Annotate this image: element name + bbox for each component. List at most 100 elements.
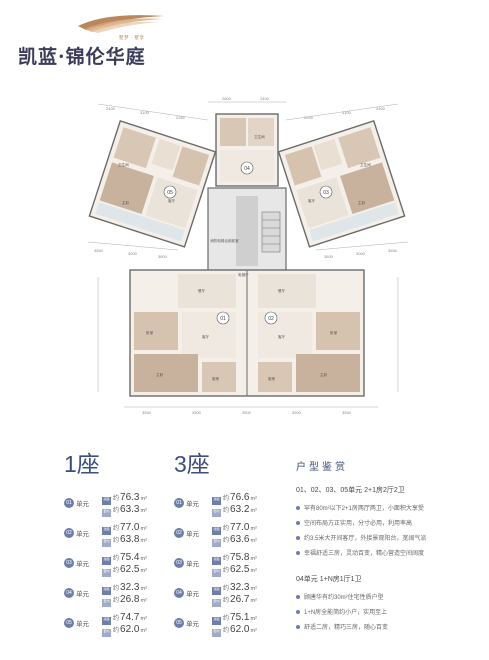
building-3-title: 3座: [174, 451, 210, 477]
room-label-core: 消防电梯合用前室: [210, 238, 239, 243]
unit-word: 单元: [186, 591, 199, 598]
gross-area-tag: 建面: [212, 616, 221, 625]
bullet-dot-icon: [296, 609, 300, 614]
room-label-kitchen-1: 厨房: [212, 376, 220, 381]
net-area-value: 63.6: [230, 533, 250, 545]
area-unit: m²: [250, 495, 257, 502]
gross-area-tag: 建面: [102, 526, 111, 535]
brand-tagline: 墅梦 · 墅享: [119, 35, 145, 40]
net-area-value: 26.7: [230, 593, 250, 605]
approx-label: 约: [113, 495, 120, 502]
gross-area-tag: 建面: [212, 586, 221, 595]
bullet-dot-icon: [296, 505, 300, 510]
unit-number-badge: 02: [174, 528, 184, 538]
area-unit: m²: [140, 555, 147, 562]
gross-area-value: 32.3: [230, 581, 250, 593]
feature-item: 舒适二房，精巧三房，随心百变: [296, 619, 486, 634]
bullet-dot-icon: [296, 594, 300, 599]
group-2-heading: 04单元 1+N房1厅1卫: [296, 576, 362, 583]
dim-bottom-1: 3500: [192, 410, 202, 415]
net-area-tag: 套内: [212, 568, 221, 577]
net-area-value: 63.8: [120, 533, 140, 545]
feature-item: 顾唐华有约30m²住宅性质户型: [296, 589, 486, 604]
net-area-tag: 套内: [102, 538, 111, 547]
gross-area-tag: 建面: [102, 616, 111, 625]
area-unit: m²: [140, 507, 147, 514]
area-unit: m²: [250, 627, 257, 634]
dim-mid-left-0: 3650: [94, 248, 104, 253]
brand-logo: 墅梦 · 墅享 凯蓝·锦伦华庭: [18, 8, 208, 72]
approx-label: 约: [223, 525, 230, 532]
unit-word: 单元: [186, 561, 199, 568]
room-label-bedroom-2: 卧室: [330, 330, 338, 335]
unit-number-badge: 05: [64, 618, 74, 628]
room-label-elevator: 电梯厅: [238, 272, 249, 277]
gross-area-tag: 建面: [102, 556, 111, 565]
approx-label: 约: [223, 597, 230, 604]
feature-text: 约3.5米大开间客厅，外接景观阳台，宽阔气派: [304, 536, 427, 542]
bullet-dot-icon: [296, 520, 300, 525]
feature-text: 顾唐华有约30m²住宅性质户型: [304, 595, 384, 601]
group-1-heading: 01、02、03、05单元 2+1房2厅2卫: [296, 487, 405, 494]
net-area-value: 63.3: [120, 503, 140, 515]
unit-marker-03: 03: [323, 190, 329, 196]
floor-plan-drawing: 2400 3100 2250 2800 2400 2250 3100 2400 …: [87, 96, 409, 415]
gross-area-value: 75.8: [230, 551, 250, 563]
dim-bottom-4: 3550: [342, 410, 352, 415]
area-unit: m²: [140, 567, 147, 574]
gross-area-tag: 建面: [212, 526, 221, 535]
gross-area-value: 75.4: [120, 551, 140, 563]
approx-label: 约: [223, 615, 230, 622]
dim-top-right-0: 2250: [304, 115, 314, 120]
gross-area-tag: 建面: [212, 496, 221, 505]
unit-word: 单元: [186, 531, 199, 538]
approx-label: 约: [223, 555, 230, 562]
gross-area-value: 75.1: [230, 611, 250, 623]
gross-area-tag: 建面: [102, 586, 111, 595]
net-area-tag: 套内: [212, 508, 221, 517]
approx-label: 约: [113, 555, 120, 562]
dim-bottom-2: 3500: [242, 410, 252, 415]
area-unit: m²: [250, 615, 257, 622]
dim-bottom-3: 3500: [292, 410, 302, 415]
dim-top-left-0: 2400: [106, 106, 116, 111]
net-area-tag: 套内: [102, 508, 111, 517]
area-unit: m²: [140, 495, 147, 502]
feature-item: 罕有80m²以下2+1房两厅两卫，小面积大享受: [296, 500, 486, 515]
room-label-bath-l: 卫生间: [118, 162, 129, 167]
bullet-dot-icon: [296, 624, 300, 629]
brand-title: 凯蓝·锦伦华庭: [18, 46, 146, 68]
unit-word: 单元: [76, 531, 89, 538]
room-label-living-1: 客厅: [202, 334, 210, 339]
approx-label: 约: [113, 615, 120, 622]
net-area-tag: 套内: [212, 628, 221, 637]
room-label-master-r: 主卧: [358, 200, 366, 205]
gross-area-value: 76.3: [120, 491, 140, 503]
gross-area-value: 74.7: [120, 611, 140, 623]
net-area-tag: 套内: [212, 538, 221, 547]
gross-area-value: 77.0: [230, 521, 250, 533]
feature-item: 约3.5米大开间客厅，外接景观阳台，宽阔气派: [296, 530, 486, 545]
room-label-bedroom-1: 卧室: [146, 330, 154, 335]
approx-label: 约: [223, 495, 230, 502]
feature-text: 舒适二房，精巧三房，随心百变: [304, 625, 389, 631]
bullet-dot-icon: [296, 535, 300, 540]
net-area-value: 62.0: [230, 623, 250, 635]
area-unit: m²: [250, 537, 257, 544]
approx-label: 约: [223, 585, 230, 592]
dim-top-right-1: 3100: [342, 110, 352, 115]
room-label-kitchen-2: 厨房: [268, 376, 276, 381]
dim-mid-right-2: 3650: [388, 248, 398, 253]
net-area-tag: 套内: [212, 598, 221, 607]
approx-label: 约: [113, 597, 120, 604]
dim-top-left-1: 3100: [140, 110, 150, 115]
room-label-dining-2: 餐厅: [278, 288, 286, 293]
